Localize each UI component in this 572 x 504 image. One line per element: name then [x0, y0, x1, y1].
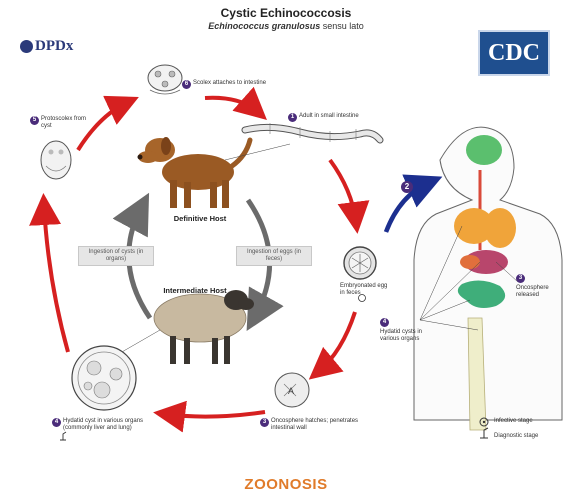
- human-figure: [413, 126, 563, 431]
- arrow-4-to-5: [29, 193, 70, 353]
- dpdx-logo: DPDx: [20, 38, 73, 55]
- dog-pointer-line: [224, 143, 291, 161]
- definitive-host-label: Definitive Host: [173, 214, 227, 223]
- step-1-badge: 1: [288, 113, 297, 122]
- step-6-label: 6 Scolex attaches to intestine: [182, 80, 292, 89]
- subtitle-species: Echinococcus granulosus: [208, 21, 321, 31]
- diagram-subtitle: Echinococcus granulosus sensu lato: [0, 21, 572, 31]
- step-2-label: Embryonated egg in feces: [340, 283, 388, 296]
- arrow-3-to-4: [153, 400, 266, 433]
- step-4-label: 4 Hydatid cyst in various organs (common…: [52, 418, 162, 432]
- human-step-4-badge: 4: [380, 318, 389, 327]
- human-step-4-label: 4 Hydatid cysts in various organs: [380, 318, 423, 342]
- microscope-icon-cyst: [60, 431, 67, 441]
- human-step-3-label: 3 Oncosphere released: [516, 274, 549, 298]
- step-3-badge: 3: [260, 418, 269, 427]
- intermediate-host-label: Intermediate Host: [163, 286, 227, 295]
- biohazard-icon-egg: [358, 294, 366, 302]
- sheep-illustration: [153, 290, 254, 364]
- egg-organism: [343, 246, 377, 280]
- ingestion-cysts-box: Ingestion of cysts (in organs): [78, 246, 154, 266]
- human-step-3-badge: 3: [516, 274, 525, 283]
- arrow-5-to-6: [76, 95, 139, 152]
- hydatid-cyst-organism: [71, 345, 137, 411]
- legend-diagnostic: Diagnostic stage: [494, 433, 539, 439]
- step-5-badge: 5: [30, 116, 39, 125]
- oncosphere-organism: A: [274, 372, 310, 408]
- dpdx-mark-icon: [20, 40, 33, 53]
- zoonosis-label: ZOONOSIS: [244, 476, 328, 493]
- step-4-badge: 4: [52, 418, 61, 427]
- ingestion-eggs-box: Ingestion of eggs (in feces): [236, 246, 312, 266]
- diagram-title: Cystic Echinococcosis: [220, 6, 352, 20]
- arrow-2-to-3: [308, 311, 357, 380]
- dog-illustration: [137, 137, 253, 208]
- step-1-label: 1 Adult in small intestine: [288, 113, 398, 122]
- legend-infective: Infective stage: [494, 418, 533, 424]
- subtitle-qualifier: sensu lato: [322, 21, 364, 31]
- human-step-2-badge: 2: [401, 176, 413, 194]
- arrow-6-to-1: [204, 86, 267, 120]
- step-5-label: 5 Protoscolex from cyst: [30, 116, 88, 130]
- step-3-label: 3 Oncosphere hatches; penetrates intesti…: [260, 418, 380, 432]
- human-pointer-lines: [419, 225, 519, 331]
- biohazard-icon: [479, 417, 489, 427]
- adult-worm-organism: [241, 123, 384, 144]
- svg-text:A: A: [288, 386, 294, 396]
- arrow-to-human: [383, 174, 443, 233]
- arrow-1-to-2: [328, 158, 370, 234]
- protoscolex-organism: [40, 140, 72, 180]
- step-6-badge: 6: [182, 80, 191, 89]
- scolex-organism: [147, 64, 183, 95]
- cdc-logo: CDC: [478, 30, 550, 76]
- microscope-icon: [480, 427, 489, 439]
